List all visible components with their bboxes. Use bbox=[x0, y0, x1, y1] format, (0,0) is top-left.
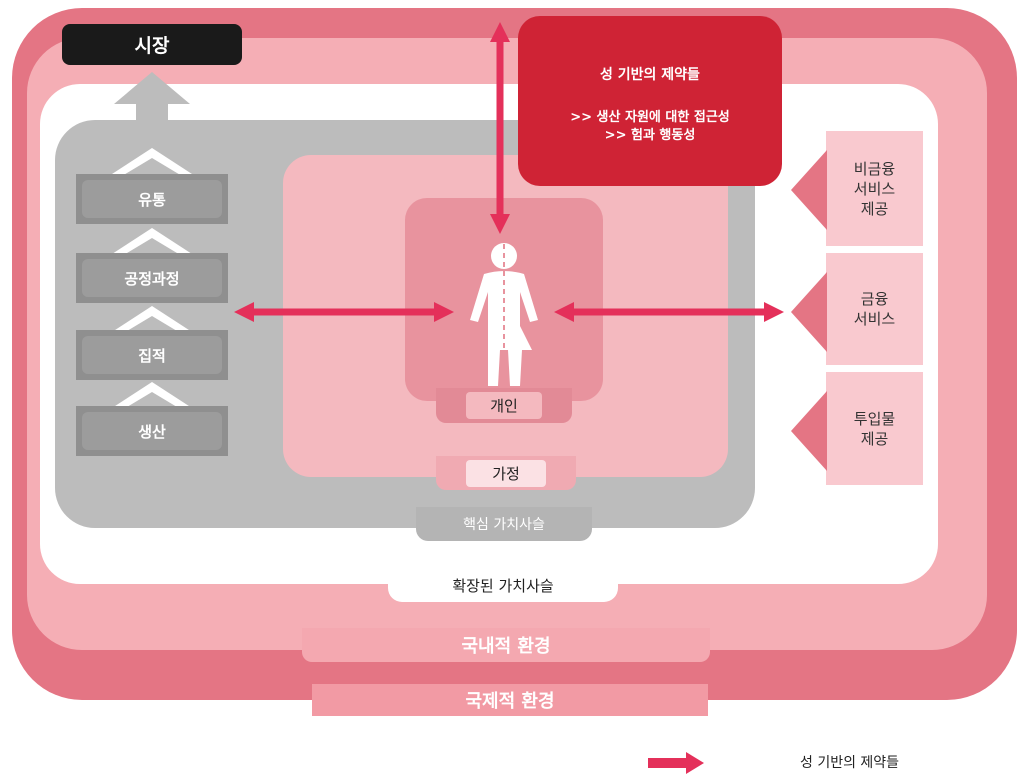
market-label: 시장 bbox=[62, 24, 242, 65]
service-label: 투입물 제공 bbox=[853, 409, 896, 448]
chain-step-label: 집적 bbox=[82, 336, 222, 374]
service-label: 비금융 서비스 제공 bbox=[853, 159, 896, 218]
constraints-box: 성 기반의 제약들 >> 생산 자원에 대한 접근성 >> 험과 행동성 bbox=[518, 16, 782, 186]
input-provision-box: 투입물 제공 bbox=[826, 372, 923, 485]
chain-step-distribution: 유통 bbox=[76, 174, 228, 224]
legend-arrow-icon bbox=[648, 752, 704, 774]
financial-services-box: 금융 서비스 bbox=[826, 253, 923, 365]
chain-step-processing: 공정과정 bbox=[76, 253, 228, 303]
core-value-chain-label: 핵심 가치사슬 bbox=[416, 507, 592, 541]
up-arrow-icon bbox=[114, 72, 190, 126]
constraints-line: >> 험과 행동성 bbox=[604, 128, 696, 143]
extended-value-chain-label: 확장된 가치사슬 bbox=[388, 568, 618, 602]
chain-step-production: 생산 bbox=[76, 406, 228, 456]
household-label: 가정 bbox=[466, 459, 546, 487]
individual-label: 개인 bbox=[466, 392, 542, 419]
person-icon bbox=[470, 243, 538, 386]
domestic-environment-label: 국내적 환경 bbox=[302, 628, 710, 662]
legend-label: 성 기반의 제약들 bbox=[800, 755, 900, 771]
service-label: 금융 서비스 bbox=[853, 290, 896, 328]
chain-step-label: 공정과정 bbox=[82, 259, 222, 297]
notch-icon bbox=[791, 391, 827, 471]
notch-icon bbox=[791, 272, 827, 352]
household-label-tab: 가정 bbox=[436, 456, 576, 490]
chain-step-label: 유통 bbox=[82, 180, 222, 218]
constraints-line: >> 생산 자원에 대한 접근성 bbox=[570, 110, 730, 125]
individual-label-tab: 개인 bbox=[436, 388, 572, 423]
chain-step-label: 생산 bbox=[82, 412, 222, 450]
chain-step-aggregation: 집적 bbox=[76, 330, 228, 380]
constraints-title: 성 기반의 제약들 bbox=[600, 67, 700, 83]
notch-icon bbox=[791, 150, 827, 230]
international-environment-label: 국제적 환경 bbox=[312, 684, 708, 716]
non-financial-services-box: 비금융 서비스 제공 bbox=[826, 131, 923, 246]
